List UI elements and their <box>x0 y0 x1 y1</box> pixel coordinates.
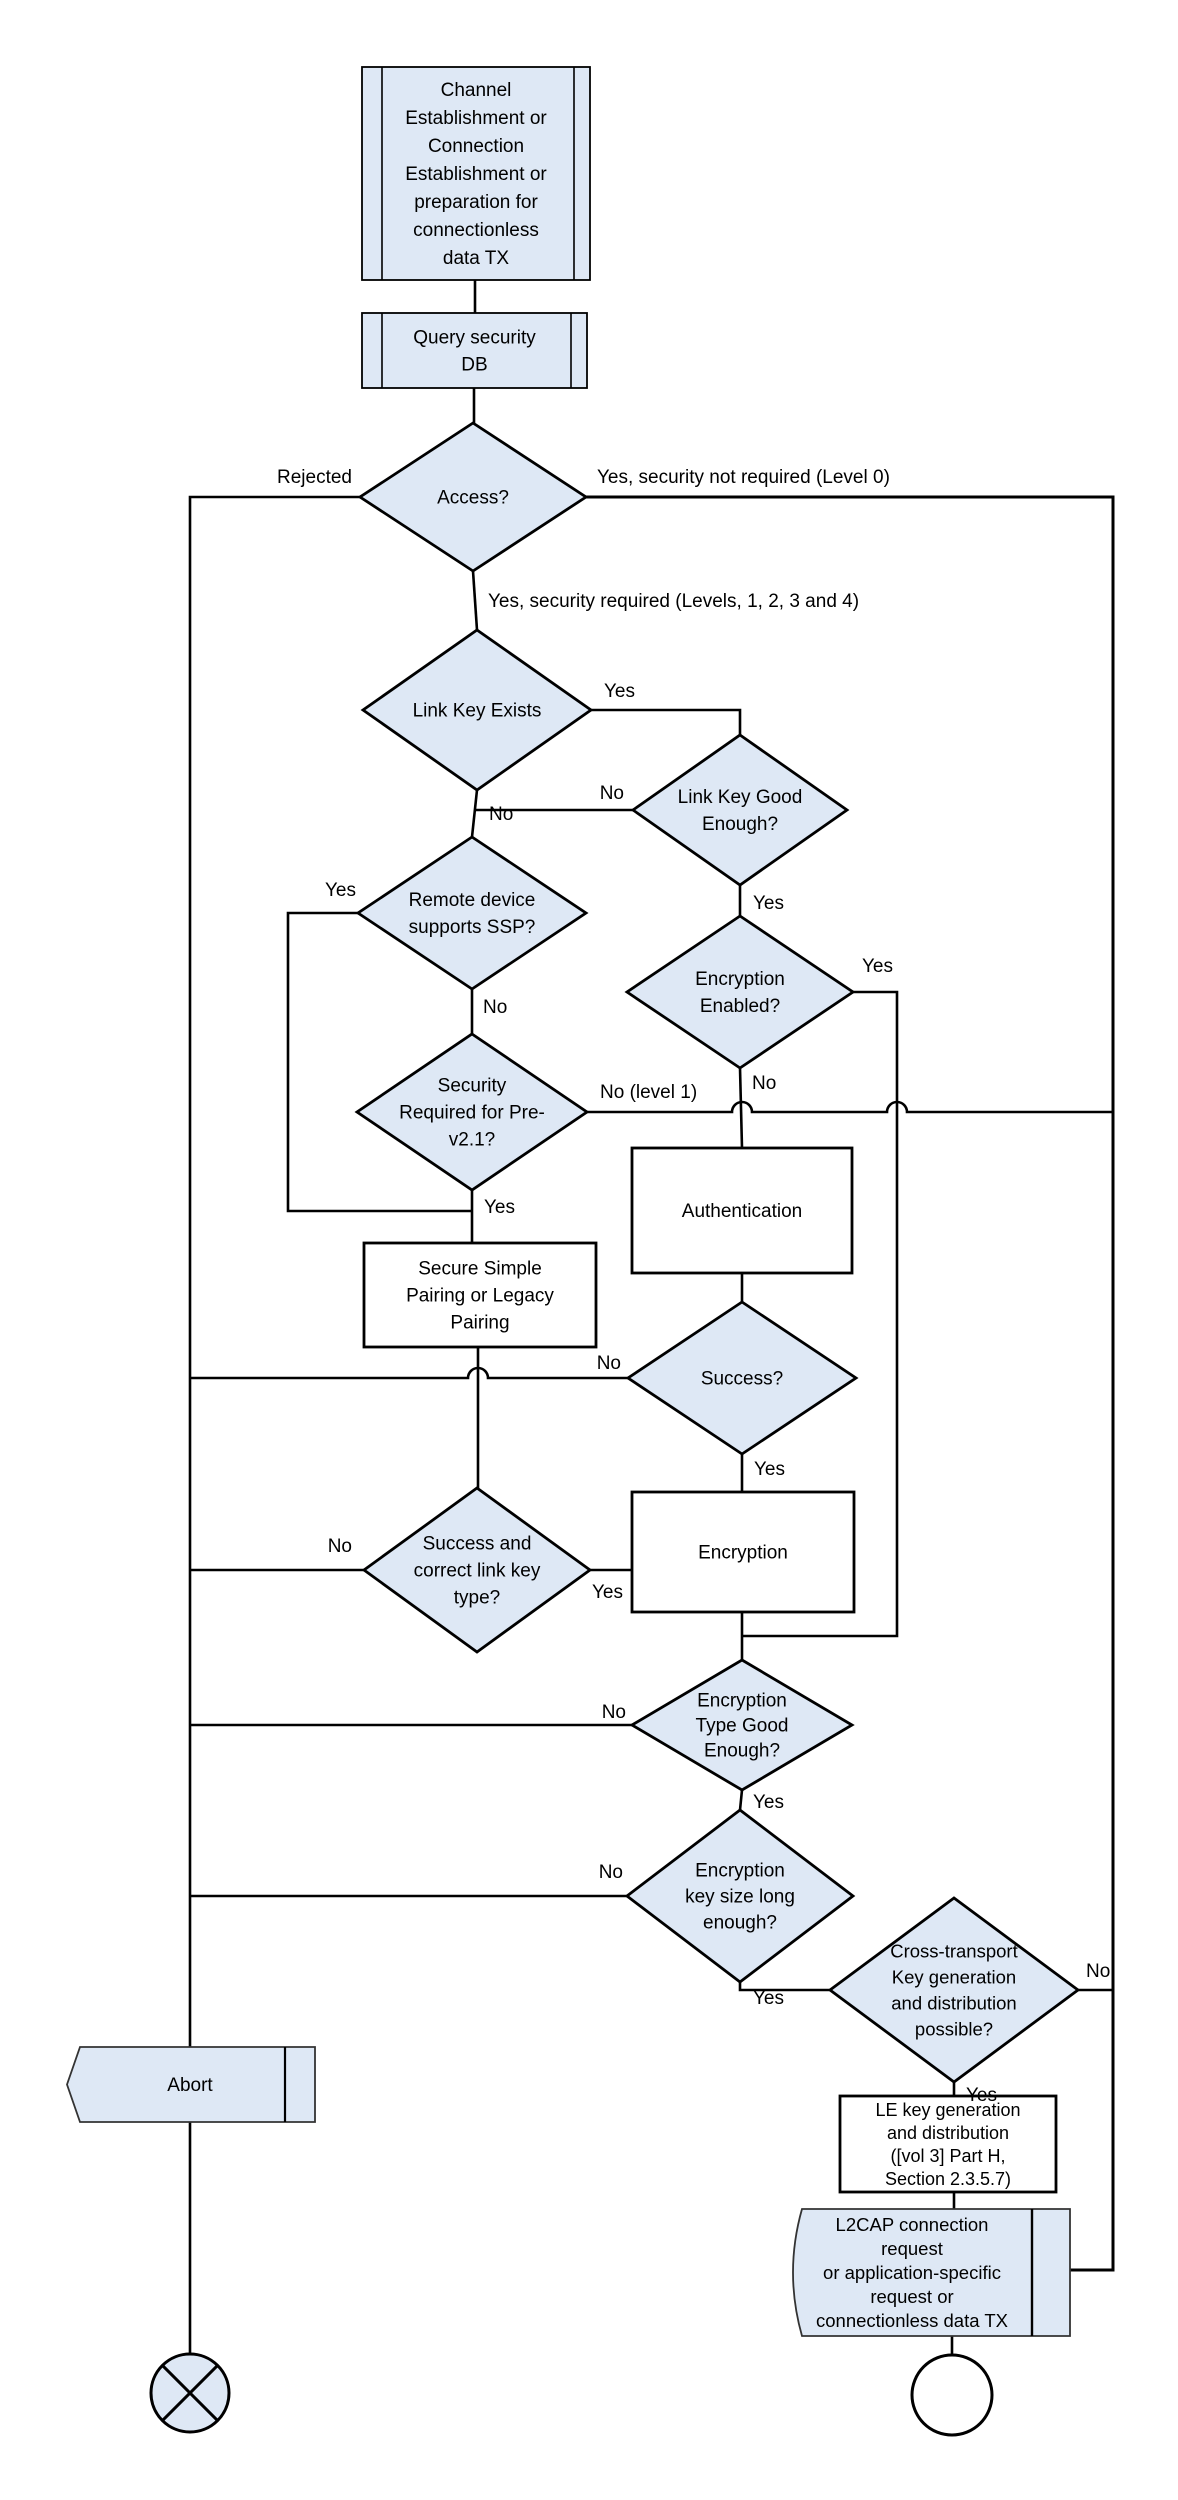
node-label-auth: Authentication <box>682 1201 802 1222</box>
node-label-enc: Encryption <box>698 1543 788 1564</box>
edge-encryptionenabled-no <box>738 1067 744 1149</box>
node-lke: Link Key Exists <box>360 628 594 792</box>
edge-encryptionenabled-yes <box>742 990 899 1638</box>
edge-label-enctype_no: No <box>602 1702 626 1723</box>
node-end_ok <box>910 2353 994 2437</box>
edge-label-succlk_yes: Yes <box>592 1582 623 1603</box>
edge-label-seclvl1: No (level 1) <box>600 1082 697 1103</box>
edge-label-succlk_no: No <box>328 1536 352 1557</box>
edge-label-cross_no: No <box>1086 1961 1110 1982</box>
edge-label-lkge_yes: Yes <box>753 893 784 914</box>
edge-label-success_no: No <box>597 1353 621 1374</box>
node-label-abort: Abort <box>167 2075 213 2096</box>
node-label-access: Access? <box>437 488 509 509</box>
edge-label-seclevels: Yes, security required (Levels, 1, 2, 3 … <box>488 591 859 612</box>
edge-label-secreq_yes: Yes <box>484 1197 515 1218</box>
edge-label-enckey_no: No <box>599 1862 623 1883</box>
edge-label-encen_no: No <box>752 1073 776 1094</box>
edge-label-level0: Yes, security not required (Level 0) <box>597 467 890 488</box>
edge-label-rdssp_no: No <box>483 997 507 1018</box>
edge-label-encen_yes: Yes <box>862 956 893 977</box>
edge-securityrequired-no-level1 <box>587 1100 1113 1114</box>
edge-label-cross_yes: Yes <box>966 2085 997 2106</box>
edge-label-enckey_yes: Yes <box>753 1988 784 2009</box>
edge-label-enctype_yes: Yes <box>753 1792 784 1813</box>
edge-linkkeyexists-yes <box>591 708 742 735</box>
edge-label-lke_no: No <box>489 804 513 825</box>
node-label-lke: Link Key Exists <box>413 701 542 722</box>
node-label-success: Success? <box>701 1369 783 1390</box>
edge-access-rejected-line <box>188 495 360 2047</box>
node-auth: Authentication <box>630 1146 854 1275</box>
edge-enctype-yes <box>738 1789 744 1811</box>
node-access: Access? <box>357 421 589 573</box>
node-success: Success? <box>625 1300 859 1456</box>
edge-linkkeyexists-no <box>470 789 479 838</box>
edge-label-success_yes: Yes <box>754 1459 785 1480</box>
node-end_abort <box>149 2352 231 2434</box>
edge-label-lkge_no: No <box>600 783 624 804</box>
edge-access-to-linkkeyexists <box>471 570 479 631</box>
node-abort: Abort <box>66 2046 316 2123</box>
edge-label-rdssp_yes: Yes <box>325 880 356 901</box>
edge-success-no <box>190 1366 628 1380</box>
node-enc: Encryption <box>630 1490 856 1614</box>
edge-label-rejected: Rejected <box>277 467 352 488</box>
edge-remotedevice-yes-loop <box>286 911 472 1213</box>
edge-access-level0-line <box>586 495 1115 2272</box>
edge-label-lke_yes: Yes <box>604 681 635 702</box>
edge-enckey-yes <box>738 1982 830 1992</box>
